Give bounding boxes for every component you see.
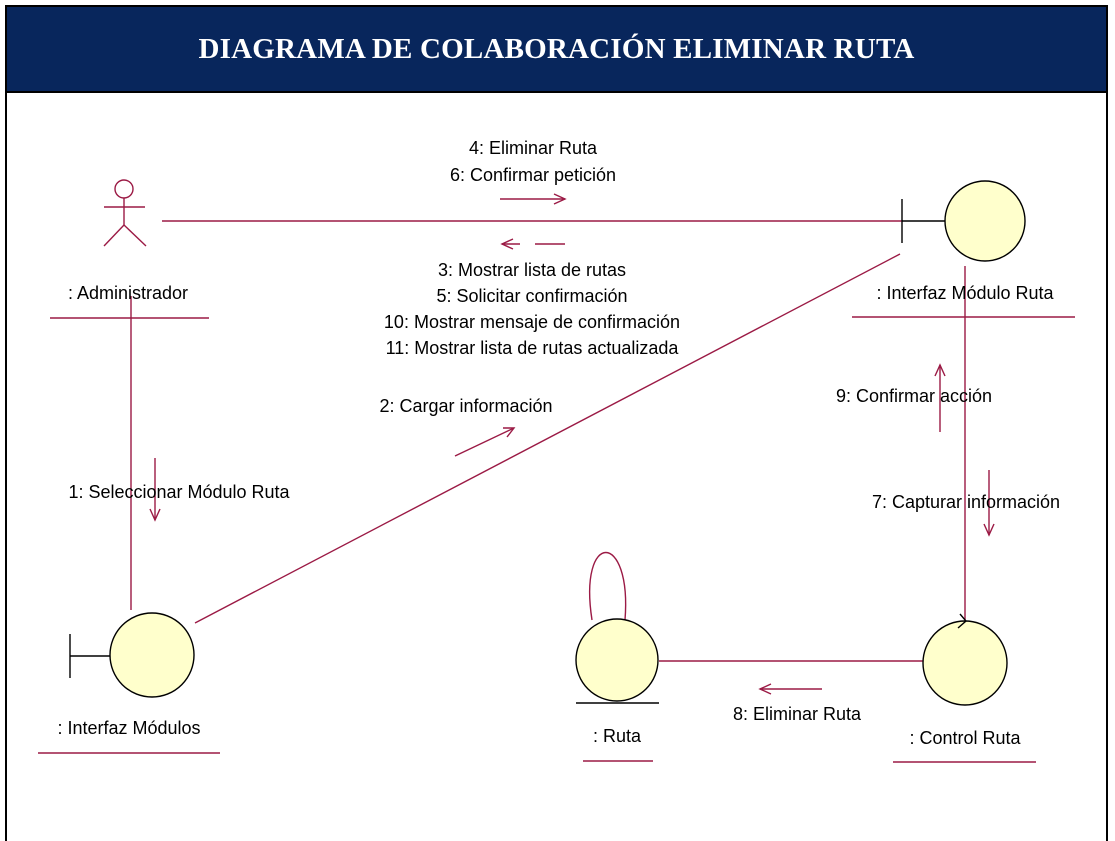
self-link-ruta [588, 551, 627, 621]
interfaz-modulo-ruta-label: : Interfaz Módulo Ruta [876, 283, 1054, 303]
link-modulos-interfaz-ruta [194, 253, 901, 624]
message-4: 4: Eliminar Ruta [469, 138, 598, 158]
arrow-down-icon [149, 458, 161, 522]
arrow-right-icon [500, 193, 567, 205]
control-ruta-control-icon [922, 613, 1008, 706]
message-6: 6: Confirmar petición [450, 165, 616, 185]
message-8: 8: Eliminar Ruta [733, 704, 862, 724]
control-ruta-label: : Control Ruta [909, 728, 1021, 748]
ruta-entity-icon [575, 618, 659, 704]
interfaz-modulos-boundary-icon [69, 612, 195, 698]
ruta-label: : Ruta [593, 726, 642, 746]
message-9: 9: Confirmar acción [836, 386, 992, 406]
arrow-down-icon [983, 470, 995, 537]
arrow-left-icon [500, 238, 565, 250]
arrow-left-icon [758, 683, 822, 695]
arrow-diagonal-icon [454, 427, 516, 457]
administrador-actor-icon [103, 179, 147, 247]
page-title: DIAGRAMA DE COLABORACIÓN ELIMINAR RUTA [7, 7, 1106, 93]
message-11: 11: Mostrar lista de rutas actualizada [386, 338, 680, 358]
message-1: 1: Seleccionar Módulo Ruta [68, 482, 290, 502]
message-7: 7: Capturar información [872, 492, 1060, 512]
message-3: 3: Mostrar lista de rutas [438, 260, 626, 280]
interfaz-modulo-ruta-boundary-icon [901, 180, 1026, 262]
message-5: 5: Solicitar confirmación [436, 286, 627, 306]
message-10: 10: Mostrar mensaje de confirmación [384, 312, 680, 332]
interfaz-modulos-label: : Interfaz Módulos [57, 718, 200, 738]
message-2: 2: Cargar información [379, 396, 552, 416]
page-frame [5, 5, 1108, 841]
administrador-label: : Administrador [68, 283, 188, 303]
arrow-up-icon [934, 363, 946, 432]
